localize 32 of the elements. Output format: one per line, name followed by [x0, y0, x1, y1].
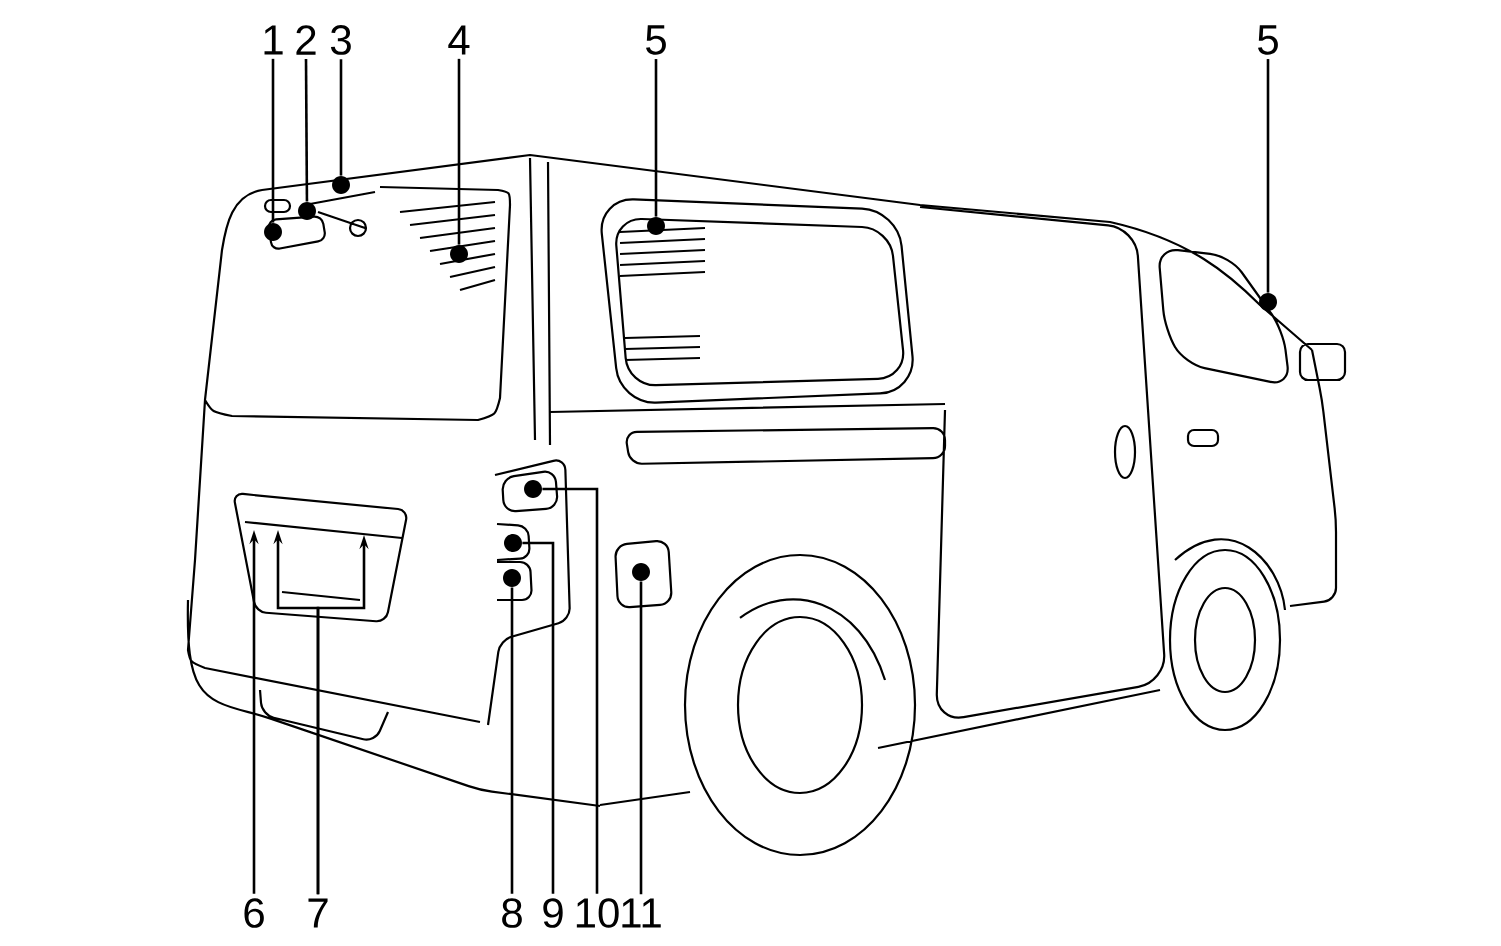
leader-dot: [632, 563, 650, 581]
callout-number: 6: [244, 898, 264, 928]
callout-number: 4: [448, 25, 470, 55]
leader-line: [271, 58, 275, 223]
callout-number: 5: [1258, 25, 1278, 55]
callout-number: 2: [296, 25, 316, 55]
leader-line: [510, 587, 514, 894]
callout-number: 1: [264, 25, 283, 55]
leader-dot: [450, 245, 468, 263]
callout-number: 5: [646, 25, 666, 55]
leader-dot: [298, 202, 316, 220]
callout-number: 9: [543, 898, 563, 928]
leader-dot: [1259, 293, 1277, 311]
callout-number: 7: [308, 898, 328, 928]
leader-dot: [524, 480, 542, 498]
leader-line: [654, 59, 658, 217]
leader-dot: [647, 217, 665, 235]
leader-line: [639, 581, 643, 895]
leader-dot: [504, 534, 522, 552]
leader-line: [522, 541, 555, 894]
leader-line: [304, 59, 309, 202]
callout-number: 8: [502, 898, 522, 928]
leader-dot: [264, 223, 282, 241]
leader-line: [457, 58, 461, 245]
callout-number: 11: [622, 898, 661, 928]
callout-number: 10: [576, 898, 619, 928]
leader-dot: [332, 176, 350, 194]
leader-line: [542, 487, 599, 894]
leader-line: [1266, 59, 1270, 293]
callout-number: 3: [330, 25, 351, 55]
leader-line: [339, 59, 343, 176]
leader-dot: [503, 569, 521, 587]
